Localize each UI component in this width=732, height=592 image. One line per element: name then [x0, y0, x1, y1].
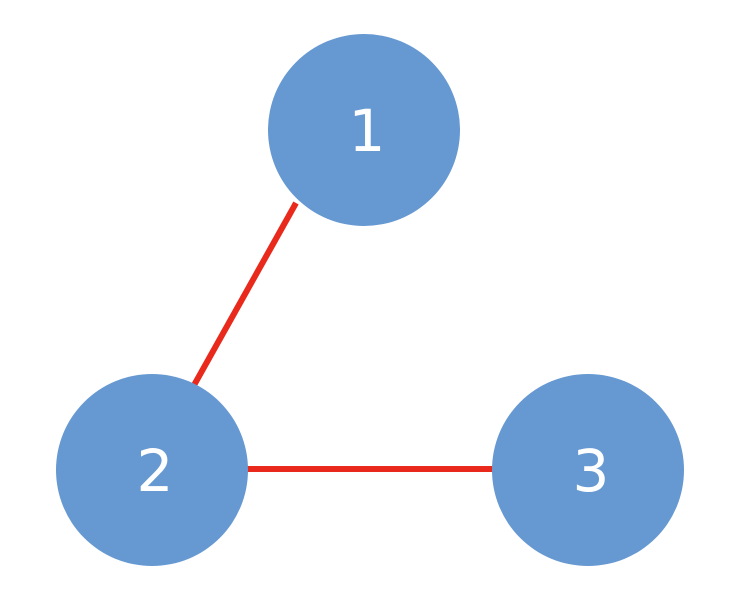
graph-node-1[interactable]: 1 [268, 34, 460, 226]
edges-layer [190, 201, 494, 472]
graph-node-label-1: 1 [349, 97, 386, 165]
graph-node-2[interactable]: 2 [56, 374, 248, 566]
graph-node-3[interactable]: 3 [492, 374, 684, 566]
graph-node-label-3: 3 [573, 437, 610, 505]
nodes-layer: 1 2 3 [56, 34, 684, 566]
graph-node-circle-1[interactable] [268, 34, 460, 226]
graph-node-label-2: 2 [137, 437, 174, 505]
graph-node-circle-3[interactable] [492, 374, 684, 566]
graph-node-circle-2[interactable] [56, 374, 248, 566]
graph-edge-1-2[interactable] [190, 201, 299, 389]
